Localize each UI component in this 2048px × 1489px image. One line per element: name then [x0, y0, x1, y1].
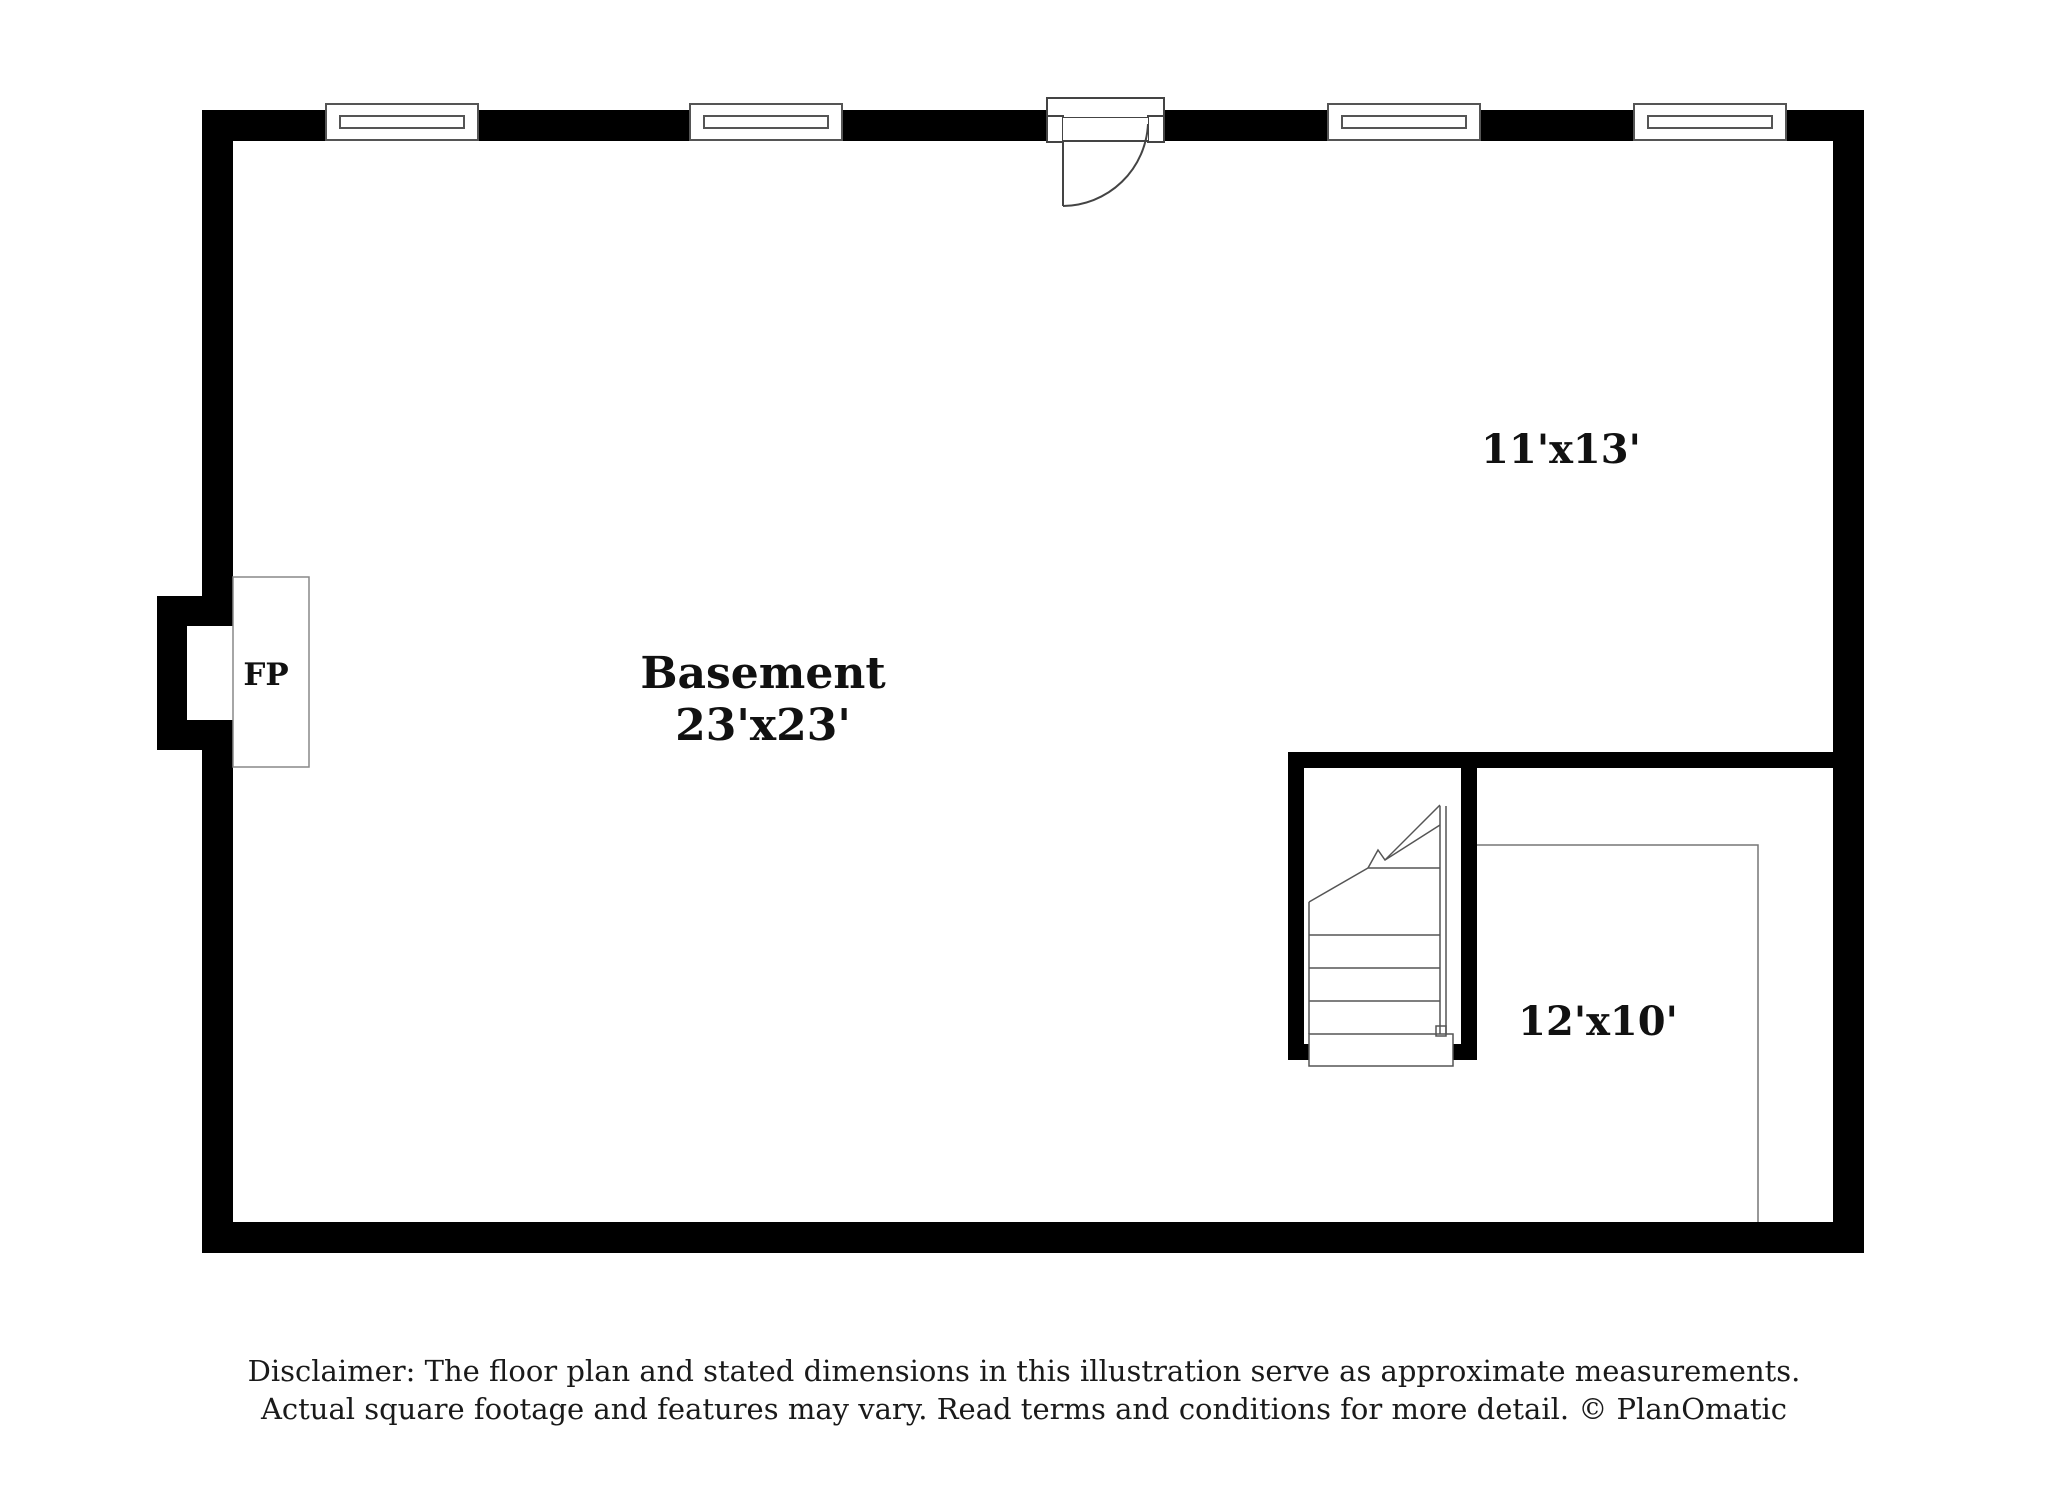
window-1	[325, 103, 479, 141]
lower-right-room-dims: 12'x10'	[1518, 998, 1678, 1045]
entry-door	[1046, 97, 1165, 207]
staircase	[1308, 804, 1454, 1067]
exterior-walls	[157, 110, 1864, 1253]
disclaimer-line-1: Disclaimer: The floor plan and stated di…	[247, 1354, 1801, 1388]
window-3	[1327, 103, 1481, 141]
fireplace-label: FP	[243, 657, 288, 693]
upper-right-room-dims: 11'x13'	[1481, 426, 1641, 473]
room-boundary-line	[1477, 844, 1759, 1222]
basement-name: Basement	[640, 648, 886, 699]
fireplace: FP	[232, 576, 310, 768]
basement-dims: 23'x23'	[675, 700, 851, 751]
disclaimer-line-2: Actual square footage and features may v…	[260, 1392, 1788, 1426]
window-4	[1633, 103, 1787, 141]
interior-walls	[1288, 752, 1848, 1060]
window-2	[689, 103, 843, 141]
windows	[325, 103, 1787, 141]
